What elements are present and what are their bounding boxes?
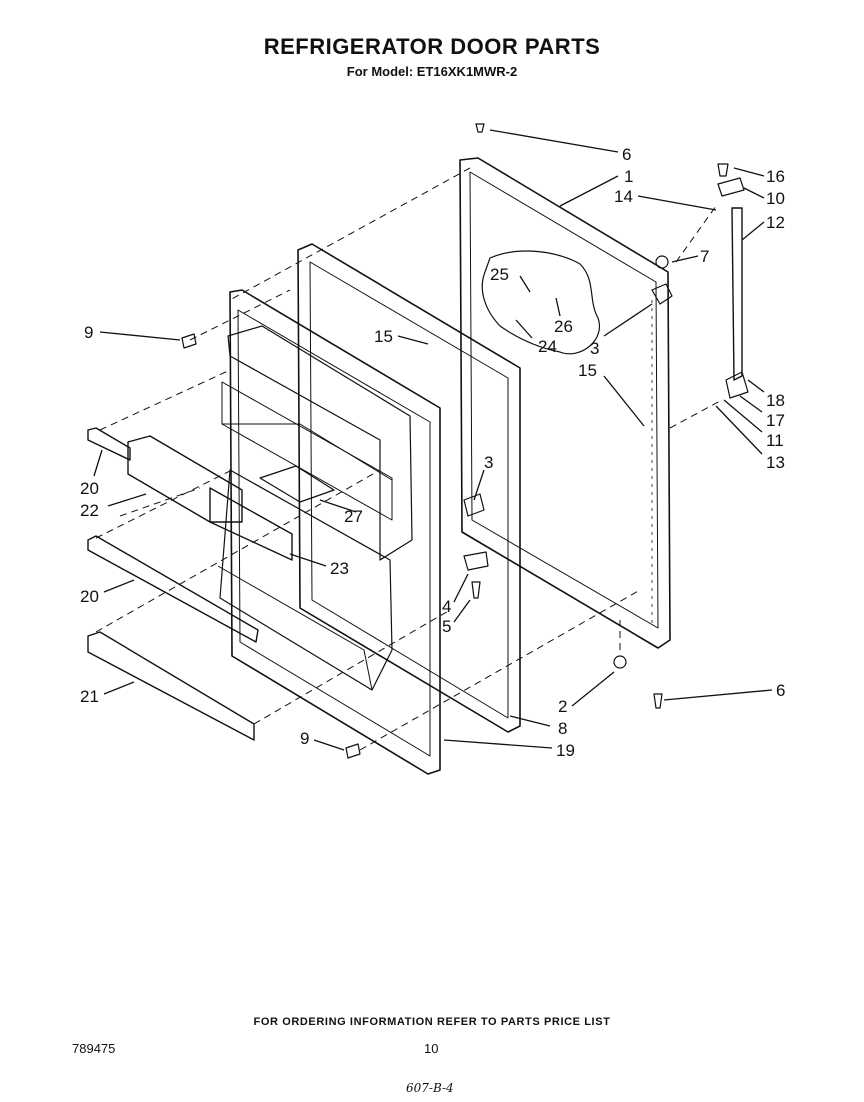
callout-18: 18 [766, 391, 785, 410]
callout-25: 25 [490, 265, 509, 284]
page-title: REFRIGERATOR DOOR PARTS [263, 34, 601, 59]
callout-labels: 6 1 16 10 14 12 7 25 26 24 9 15 3 15 18 … [80, 145, 785, 760]
callout-8: 8 [558, 719, 567, 738]
handwritten-note: 607-B-4 [406, 1081, 454, 1095]
leader-lines [93, 129, 773, 751]
bottom-hinge-bracket [725, 371, 749, 399]
ordering-note: FOR ORDERING INFORMATION REFER TO PARTS … [253, 1016, 611, 1028]
callout-11: 11 [766, 431, 784, 450]
callout-3-upper: 3 [590, 339, 599, 358]
callout-9-bottom: 9 [300, 729, 309, 748]
door-handle-bar [731, 207, 743, 381]
callout-22: 22 [80, 501, 99, 520]
shelf-front-strip [87, 631, 255, 741]
top-hinge-bracket [717, 177, 745, 197]
callout-9-top: 9 [84, 323, 93, 342]
trim-strip-middle [87, 535, 259, 643]
callout-26: 26 [554, 317, 573, 336]
callout-16: 16 [766, 167, 785, 186]
callout-17: 17 [766, 411, 785, 430]
mounting-screw-upper [181, 333, 197, 349]
bottom-stop [613, 655, 627, 669]
callout-27: 27 [344, 507, 363, 526]
door-stop-lower [463, 493, 485, 517]
cutaway-view [481, 250, 601, 355]
shelf-bin-upper [127, 435, 243, 523]
mounting-screw-lower [345, 743, 361, 759]
callout-4: 4 [442, 597, 451, 616]
model-subtitle: For Model: ET16XK1MWR-2 [346, 64, 518, 79]
callout-15-right: 15 [578, 361, 597, 380]
bottom-screw [653, 693, 663, 709]
callout-2: 2 [558, 697, 567, 716]
callout-19: 19 [556, 741, 575, 760]
callout-20-lower: 20 [80, 587, 99, 606]
callout-5: 5 [442, 617, 451, 636]
page-number: 10 [424, 1041, 439, 1056]
callout-20-upper: 20 [80, 479, 99, 498]
trim-strip-upper [87, 427, 131, 461]
callout-21: 21 [80, 687, 99, 706]
hinge-screw [717, 163, 729, 177]
inner-door-liner [217, 289, 441, 775]
alignment-lines [95, 167, 723, 751]
hinge-pin-bracket [463, 551, 489, 571]
callout-6-top: 6 [622, 145, 631, 164]
outer-door-panel [459, 157, 671, 649]
callout-13: 13 [766, 453, 785, 472]
callout-10: 10 [766, 189, 785, 208]
callout-12: 12 [766, 213, 785, 232]
shelf-bin-lower [209, 487, 293, 561]
callout-15-left: 15 [374, 327, 393, 346]
callout-1: 1 [624, 167, 633, 186]
door-gasket [297, 243, 521, 733]
callout-7: 7 [700, 247, 709, 266]
document-number: 789475 [72, 1041, 116, 1056]
callout-14: 14 [614, 187, 633, 206]
callout-6-bottom: 6 [776, 681, 785, 700]
door-stop-upper [651, 283, 673, 305]
top-screw [475, 123, 485, 133]
pin-screw [471, 581, 481, 599]
callout-23: 23 [330, 559, 349, 578]
callout-3-lower: 3 [484, 453, 493, 472]
callout-24: 24 [538, 337, 557, 356]
hinge-cap [655, 255, 669, 269]
